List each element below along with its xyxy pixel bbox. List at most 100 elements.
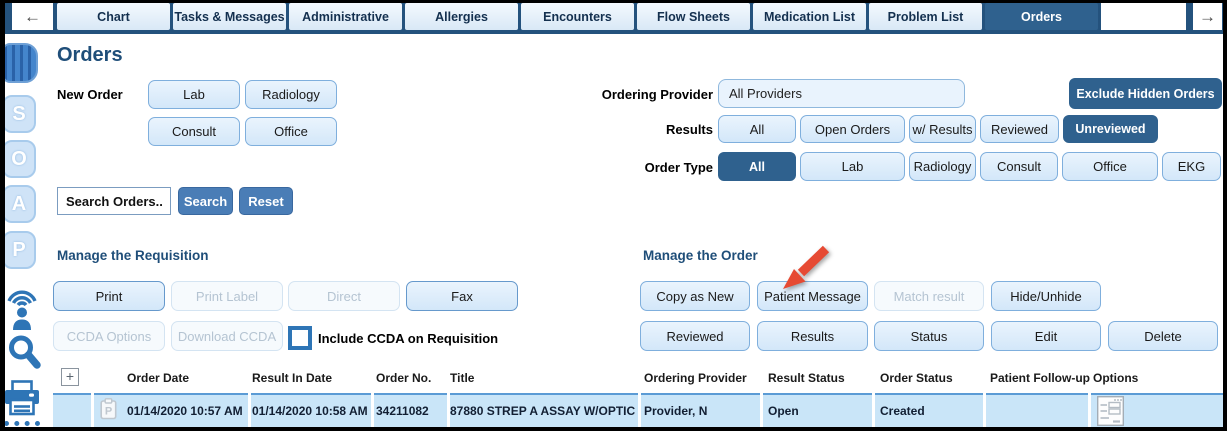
column-divider	[1088, 393, 1091, 429]
ordering-provider-input[interactable]	[718, 79, 965, 108]
cell-order-date: 01/14/2020 10:57 AM	[127, 404, 243, 418]
column-divider	[638, 393, 641, 429]
order-type-filter-label: Order Type	[644, 160, 713, 175]
arrow-right-icon: →	[1199, 6, 1216, 26]
tab-flow-sheets[interactable]: Flow Sheets	[637, 3, 750, 30]
clipboard-icon: P	[100, 398, 117, 425]
order-section-heading: Manage the Order	[643, 248, 758, 263]
new-order-label: New Order	[57, 87, 123, 102]
search-magnifier-icon[interactable]	[7, 334, 41, 379]
patient-message-button[interactable]: Patient Message	[757, 281, 868, 311]
fax-button[interactable]: Fax	[406, 281, 518, 311]
include-ccda-label: Include CCDA on Requisition	[318, 331, 499, 346]
cell-title: 87880 STREP A ASSAY W/OPTIC	[450, 404, 636, 418]
reset-button[interactable]: Reset	[239, 187, 293, 215]
results-filter-open-orders-button[interactable]: Open Orders	[800, 115, 905, 143]
annotation-arrow-icon	[776, 244, 834, 295]
tab-administrative[interactable]: Administrative	[289, 3, 402, 30]
delete-button[interactable]: Delete	[1108, 321, 1218, 351]
col-header-result-in-date: Result In Date	[252, 371, 333, 385]
order-type-consult-button[interactable]: Consult	[980, 152, 1058, 181]
col-header-order-no: Order No.	[376, 371, 432, 385]
page-title: Orders	[57, 44, 123, 66]
order-type-radiology-button[interactable]: Radiology	[909, 152, 976, 181]
tab-strip-spacer	[1101, 3, 1186, 30]
printer-icon[interactable]	[3, 380, 41, 427]
svg-text:P: P	[105, 406, 112, 418]
ccda-options-button: CCDA Options	[53, 321, 165, 351]
copy-as-new-button[interactable]: Copy as New	[640, 281, 750, 311]
row-options-icon[interactable]	[1096, 395, 1125, 431]
order-type-ekg-button[interactable]: EKG	[1162, 152, 1221, 181]
search-button[interactable]: Search	[178, 187, 233, 215]
order-type-lab-button[interactable]: Lab	[800, 152, 905, 181]
sidebar-item-assessment[interactable]: A	[2, 185, 36, 223]
col-header-result-status: Result Status	[768, 371, 845, 385]
edit-button[interactable]: Edit	[991, 321, 1101, 351]
window-border	[1223, 0, 1227, 431]
scroll-tabs-left-button[interactable]: ←	[12, 3, 53, 30]
sidebar-item-objective[interactable]: O	[2, 140, 36, 178]
tab-strip: Chart Tasks & Messages Administrative Al…	[57, 3, 1222, 30]
col-header-options: Options	[1093, 371, 1139, 385]
expand-all-rows-button[interactable]: +	[61, 368, 79, 386]
scroll-tabs-right-button[interactable]: →	[1193, 3, 1222, 30]
results-filter-label: Results	[666, 122, 713, 137]
column-divider	[872, 393, 875, 429]
tab-encounters[interactable]: Encounters	[521, 3, 634, 30]
reviewed-button[interactable]: Reviewed	[640, 321, 750, 351]
direct-button: Direct	[288, 281, 400, 311]
table-row[interactable]	[53, 393, 1223, 429]
status-button[interactable]: Status	[874, 321, 984, 351]
hide-unhide-button[interactable]: Hide/Unhide	[991, 281, 1101, 311]
dotted-divider-icon	[4, 421, 40, 426]
results-filter-all-button[interactable]: All	[718, 115, 796, 143]
new-order-office-button[interactable]: Office	[245, 117, 337, 146]
order-type-all-button[interactable]: All	[718, 152, 796, 181]
tab-bar: ← Chart Tasks & Messages Administrative …	[0, 0, 1227, 34]
tab-problem-list[interactable]: Problem List	[869, 3, 982, 30]
column-divider	[248, 393, 251, 429]
ordering-provider-label: Ordering Provider	[601, 87, 713, 102]
results-filter-reviewed-button[interactable]: Reviewed	[980, 115, 1059, 143]
tab-chart[interactable]: Chart	[57, 3, 170, 30]
tab-allergies[interactable]: Allergies	[405, 3, 518, 30]
results-button[interactable]: Results	[757, 321, 868, 351]
results-filter-w-results-button[interactable]: w/ Results	[909, 115, 976, 143]
tab-medication-list[interactable]: Medication List	[753, 3, 866, 30]
column-divider	[447, 393, 450, 429]
include-ccda-checkbox[interactable]	[288, 326, 312, 350]
cell-result-status: Open	[768, 404, 799, 418]
cell-result-in-date: 01/14/2020 10:58 AM	[252, 404, 368, 418]
column-divider	[371, 393, 374, 429]
exclude-hidden-orders-button[interactable]: Exclude Hidden Orders	[1069, 78, 1222, 109]
requisition-section-heading: Manage the Requisition	[57, 248, 209, 263]
sidebar-item-plan[interactable]: P	[2, 231, 36, 269]
results-filter-unreviewed-button[interactable]: Unreviewed	[1063, 115, 1158, 143]
col-header-order-date: Order Date	[127, 371, 190, 385]
col-header-patient-follow-up: Patient Follow-up	[990, 371, 1090, 385]
column-divider	[983, 393, 986, 429]
telehealth-person-icon[interactable]	[5, 286, 39, 335]
cell-ordering-provider: Provider, N	[644, 404, 708, 418]
order-type-office-button[interactable]: Office	[1062, 152, 1158, 181]
col-header-title: Title	[450, 371, 475, 385]
chart-tabs-handle-icon[interactable]	[2, 43, 38, 83]
column-divider	[91, 393, 94, 429]
new-order-lab-button[interactable]: Lab	[148, 80, 240, 109]
new-order-radiology-button[interactable]: Radiology	[245, 80, 337, 109]
tab-orders[interactable]: Orders	[985, 3, 1098, 30]
tab-tasks-messages[interactable]: Tasks & Messages	[173, 3, 286, 30]
col-header-ordering-provider: Ordering Provider	[644, 371, 747, 385]
match-result-button: Match result	[874, 281, 984, 311]
print-label-button: Print Label	[171, 281, 283, 311]
print-button[interactable]: Print	[53, 281, 165, 311]
new-order-consult-button[interactable]: Consult	[148, 117, 240, 146]
sidebar-item-subjective[interactable]: S	[2, 95, 36, 133]
col-header-order-status: Order Status	[880, 371, 953, 385]
cell-order-status: Created	[880, 404, 925, 418]
arrow-left-icon: ←	[24, 6, 41, 26]
download-ccda-button: Download CCDA	[171, 321, 283, 351]
search-orders-input[interactable]	[57, 187, 171, 215]
